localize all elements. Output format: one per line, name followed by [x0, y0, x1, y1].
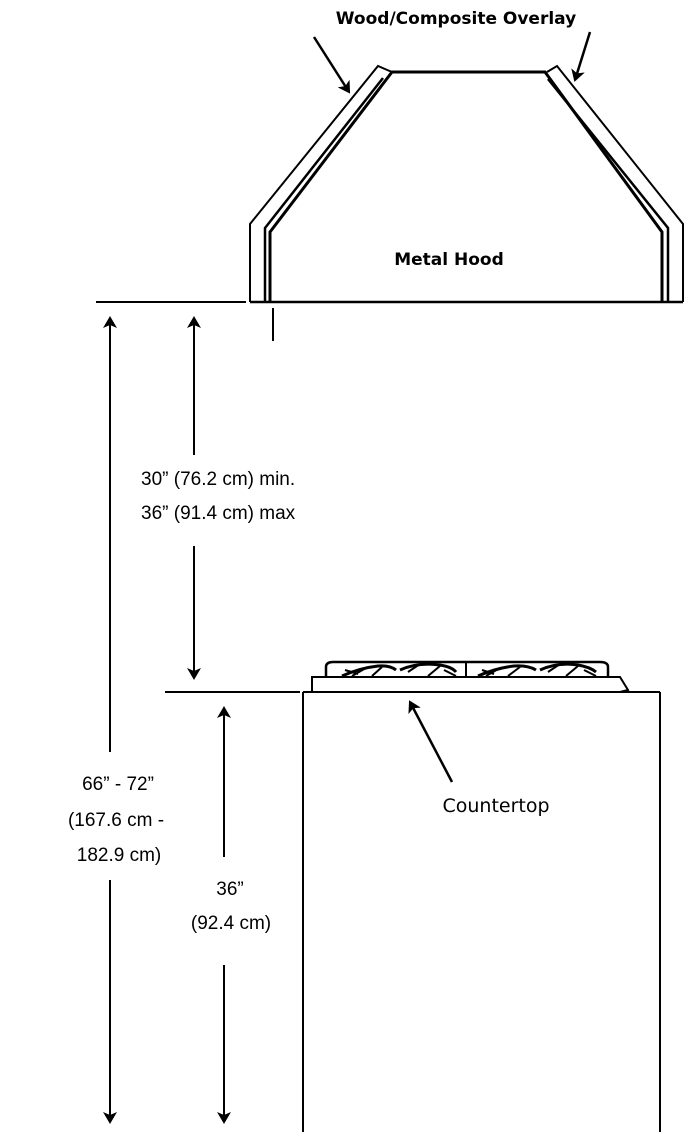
cooktop [324, 660, 610, 678]
countertop-pointer-arrow [408, 700, 454, 783]
countertop-label: Countertop [442, 795, 549, 817]
wood-overlay-panel [249, 64, 684, 302]
overlay-pointer-arrow-right [571, 31, 592, 82]
range-cabinet [302, 691, 661, 1132]
burner-grate-right [477, 662, 597, 678]
total-height-label-line3: 182.9 cm) [77, 845, 161, 866]
clearance-min-label: 30” (76.2 cm) min. [141, 469, 295, 490]
overlay-pointer-arrow-left [312, 36, 351, 94]
burner-grate-left [341, 662, 458, 678]
clearance-max-label: 36” (91.4 cm) max [141, 503, 296, 524]
counter-height-label-line2: (92.4 cm) [191, 913, 271, 934]
counter-height-label-line1: 36” [216, 879, 243, 900]
range-hood [249, 64, 684, 341]
total-height-label-line2: (167.6 cm - [68, 810, 164, 831]
total-height-label-line1: 66” - 72” [82, 774, 154, 795]
metal-hood-body [268, 70, 664, 302]
countertop-slab [311, 676, 630, 693]
metal-hood-label: Metal Hood [394, 250, 504, 270]
overlay-label: Wood/Composite Overlay [336, 9, 576, 29]
